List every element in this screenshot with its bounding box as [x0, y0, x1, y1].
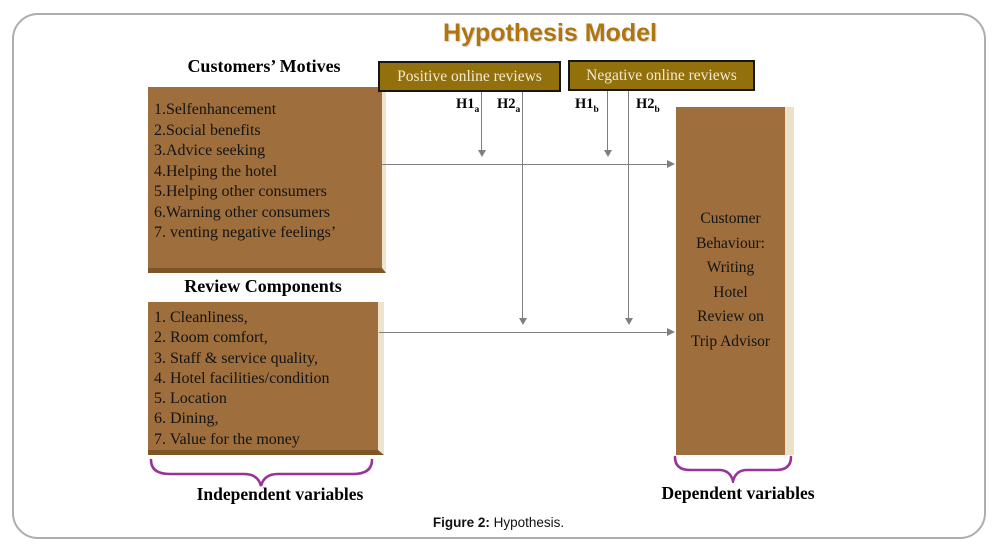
independent-variables-label: Independent variables [196, 484, 364, 504]
hypothesis-label-h2b: H2b [636, 96, 660, 115]
review-item: 1. Cleanliness, [154, 309, 248, 326]
motives-item: 7. venting negative feelings’ [154, 224, 337, 241]
outcome-box: Customer Behaviour: Writing Hotel Review… [676, 107, 794, 455]
caption-text: Hypothesis. [489, 515, 565, 530]
arrow-line-motives-to-outcome [379, 164, 667, 165]
positive-reviews-box: Positive online reviews [378, 61, 561, 92]
review-item: 2. Room comfort, [154, 329, 268, 347]
arrow-line-review-to-outcome [379, 332, 667, 333]
arrow-line-h1b [607, 91, 608, 150]
arrow-line-h2b [628, 91, 629, 318]
arrowhead-h2a [519, 318, 527, 325]
motives-item: 6.Warning other consumers [154, 203, 330, 221]
arrow-line-h2a [522, 92, 523, 318]
outcome-text: Customer Behaviour: Writing Hotel Review… [690, 210, 771, 350]
figure-title: Hypothesis Model [443, 19, 657, 47]
hypothesis-label-h1a: H1a [456, 96, 480, 115]
arrowhead-h2b [625, 318, 633, 325]
hypothesis-label-h2a: H2a [497, 96, 521, 115]
motives-box: 1.Selfenhancement 2.Social benefits 3.Ad… [148, 87, 386, 273]
dependent-variables-label: Dependent variables [661, 483, 815, 503]
motives-item: 4.Helping the hotel [154, 162, 278, 180]
review-item: 5. Location [154, 390, 227, 408]
review-item: 7. Value for the money [154, 430, 300, 448]
arrowhead-h1b [604, 150, 612, 157]
motives-item: 5.Helping other consumers [154, 183, 327, 200]
hypothesis-label-h1b: H1b [575, 96, 599, 115]
review-components-box: 1. Cleanliness, 2. Room comfort, 3. Staf… [148, 302, 384, 455]
arrowhead-motives-to-outcome [667, 160, 675, 168]
motives-item: 3.Advice seeking [154, 142, 266, 159]
arrowhead-review-to-outcome [667, 328, 675, 336]
arrowhead-h1a [478, 150, 486, 157]
motives-item: 2.Social benefits [154, 121, 261, 139]
review-item: 3. Staff & service quality, [154, 349, 318, 367]
independent-brace [149, 458, 374, 487]
review-item: 4. Hotel facilities/condition [154, 369, 330, 387]
arrow-line-h1a [481, 92, 482, 150]
negative-reviews-box: Negative online reviews [568, 60, 755, 91]
motives-item: 1.Selfenhancement [154, 101, 277, 118]
review-components-heading: Review Components [184, 276, 342, 296]
dependent-brace [673, 455, 793, 483]
figure-caption: Figure 2: Hypothesis. [0, 515, 997, 530]
caption-prefix: Figure 2: [432, 515, 490, 530]
review-item: 6. Dining, [154, 410, 219, 428]
motives-heading: Customers’ Motives [187, 56, 341, 76]
